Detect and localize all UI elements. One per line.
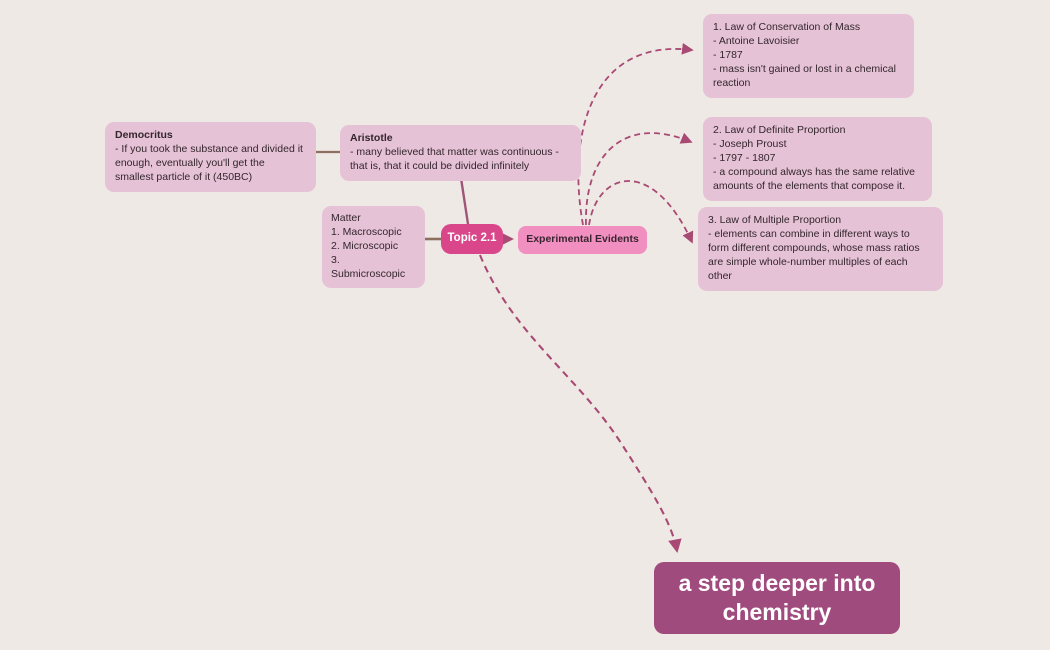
- node-main-topic[interactable]: a step deeper into chemistry: [654, 562, 900, 634]
- node-matter-body: Matter 1. Macroscopic 2. Microscopic 3. …: [331, 212, 406, 280]
- node-law-definite-body: 2. Law of Definite Proportion - Joseph P…: [713, 124, 915, 192]
- node-aristotle-title: Aristotle: [350, 132, 393, 144]
- edge-topic-main: [479, 254, 682, 554]
- node-topic-2-1[interactable]: Topic 2.1: [441, 224, 503, 254]
- node-law-definite-proportion[interactable]: 2. Law of Definite Proportion - Joseph P…: [703, 117, 932, 201]
- node-aristotle[interactable]: Aristotle - many believed that matter wa…: [340, 125, 581, 181]
- node-topic-2-1-label: Topic 2.1: [447, 232, 497, 245]
- node-aristotle-body: - many believed that matter was continuo…: [350, 145, 559, 172]
- edge-experimental-law2: [585, 132, 693, 226]
- node-democritus-title: Democritus: [115, 129, 173, 141]
- node-law-conservation-body: 1. Law of Conservation of Mass - Antoine…: [713, 21, 896, 89]
- node-democritus-body: - If you took the substance and divided …: [115, 142, 303, 183]
- node-law-multiple-proportion[interactable]: 3. Law of Multiple Proportion - elements…: [698, 207, 943, 291]
- edge-aristotle-topic: [459, 177, 470, 225]
- edge-experimental-law1: [577, 42, 694, 226]
- node-law-multiple-body: 3. Law of Multiple Proportion - elements…: [708, 214, 920, 282]
- node-main-topic-label: a step deeper into chemistry: [678, 570, 876, 625]
- node-matter[interactable]: Matter 1. Macroscopic 2. Microscopic 3. …: [322, 206, 425, 288]
- node-democritus[interactable]: Democritus - If you took the substance a…: [105, 122, 316, 192]
- node-experimental-evidents-label: Experimental Evidents: [526, 233, 639, 246]
- node-experimental-evidents[interactable]: Experimental Evidents: [518, 226, 647, 254]
- node-law-conservation-of-mass[interactable]: 1. Law of Conservation of Mass - Antoine…: [703, 14, 914, 98]
